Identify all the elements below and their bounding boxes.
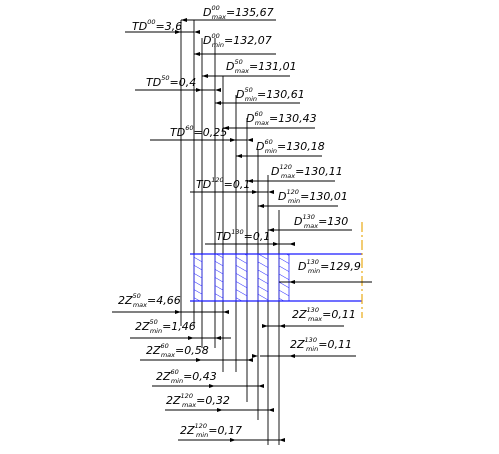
limit-lines bbox=[190, 253, 362, 302]
label-td00: TD00=3,6 bbox=[132, 18, 182, 33]
tolerance-field-130 bbox=[278, 253, 290, 302]
bottom-arrowheads bbox=[175, 310, 295, 442]
label-td50: TD50=0,4 bbox=[146, 74, 196, 89]
label-td120: TD120=0,1 bbox=[196, 176, 250, 191]
tolerance-field-120 bbox=[257, 253, 269, 302]
tolerance-fields bbox=[193, 253, 290, 302]
label-td60: TD60=0,25 bbox=[170, 124, 227, 139]
tolerance-field-00 bbox=[193, 253, 203, 302]
tolerance-field-50 bbox=[214, 253, 224, 302]
label-td130: TD130=0,1 bbox=[216, 228, 270, 243]
top-arrowheads bbox=[175, 18, 295, 284]
tolerance-field-60 bbox=[235, 253, 248, 302]
